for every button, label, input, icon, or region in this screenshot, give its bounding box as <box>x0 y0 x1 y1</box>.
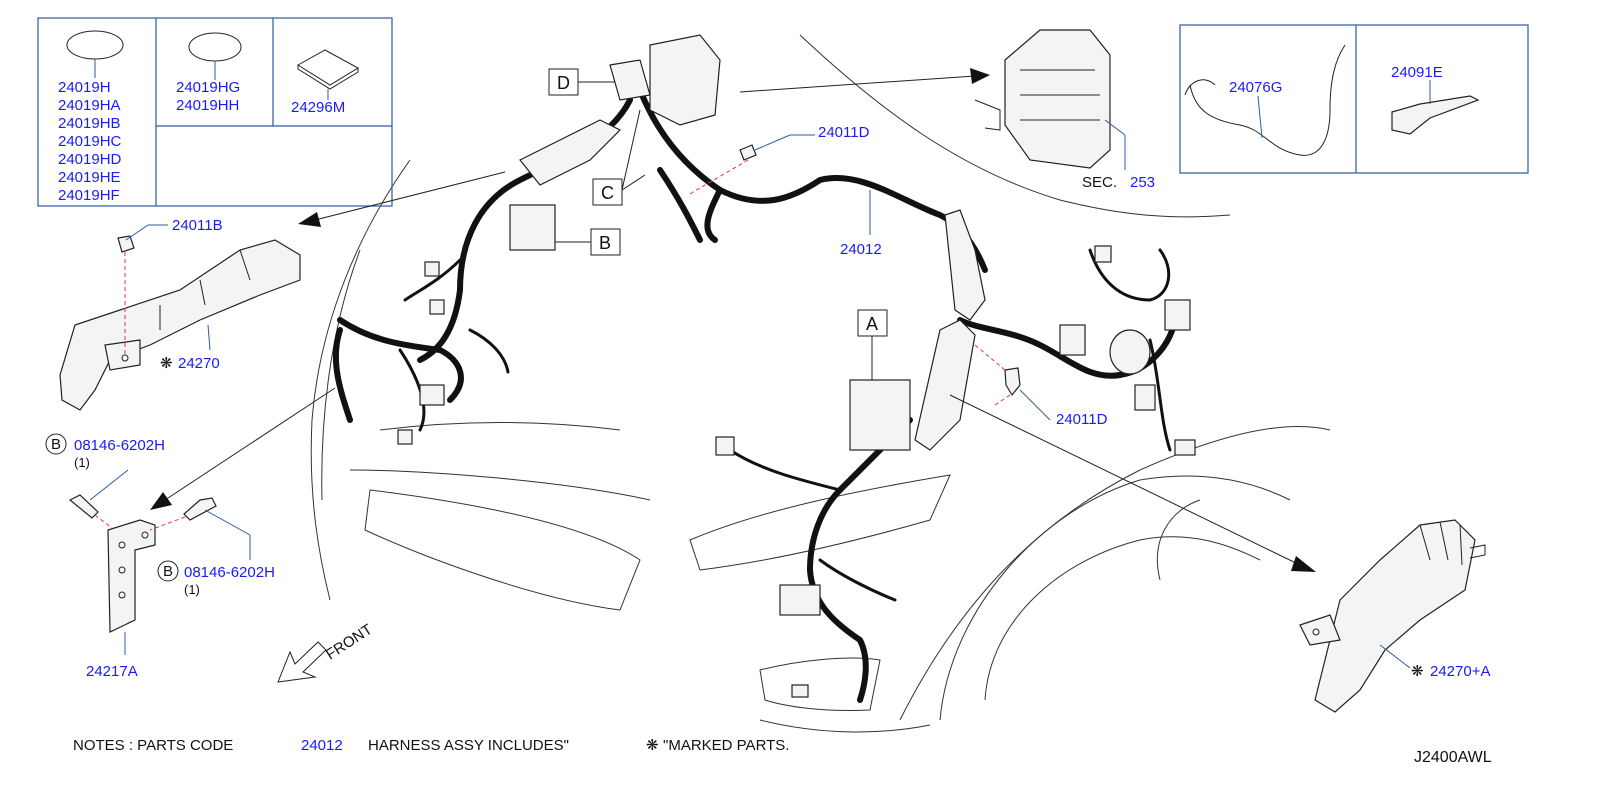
part-24012[interactable]: 24012 <box>840 241 882 258</box>
diagram-id: J2400AWL <box>1414 749 1492 766</box>
part-24270[interactable]: 24270 <box>178 355 220 372</box>
protector-24270 <box>59 224 301 411</box>
section-ref-253[interactable]: 253 <box>1130 174 1155 191</box>
part-24019HA[interactable]: 24019HA <box>58 97 121 114</box>
part-24019HD[interactable]: 24019HD <box>58 151 122 168</box>
marked-part-icon: ❋ <box>1411 663 1424 680</box>
cable-tie-icon <box>1391 95 1480 135</box>
callout-C <box>592 109 646 206</box>
part-24019HE[interactable]: 24019HE <box>58 169 121 186</box>
grommet-icon <box>188 32 242 62</box>
sub-harness-icon <box>1189 44 1346 156</box>
part-24091E[interactable]: 24091E <box>1391 64 1443 81</box>
bolt-marker-bottom-letter: B <box>163 563 173 580</box>
part-24019HB[interactable]: 24019HB <box>58 115 121 132</box>
main-harness <box>332 87 1178 703</box>
fuse-box <box>974 29 1126 170</box>
part-24011D-top[interactable]: 24011D <box>818 124 870 141</box>
bolt-marker-bottom <box>157 560 179 582</box>
callout-B-letter: B <box>599 233 611 253</box>
part-24076G[interactable]: 24076G <box>1229 79 1282 96</box>
front-label: FRONT <box>323 621 376 663</box>
bolt-marker-top-letter: B <box>51 436 61 453</box>
grommet-table <box>37 17 393 207</box>
notes-suffix: "MARKED PARTS. <box>663 737 789 754</box>
bracket-24217A <box>68 469 251 655</box>
quantity-top: (1) <box>74 455 90 470</box>
part-24011D-mid[interactable]: 24011D <box>1056 411 1108 428</box>
callout-A <box>857 309 888 380</box>
notes-part-code[interactable]: 24012 <box>301 737 343 754</box>
part-24019HC[interactable]: 24019HC <box>58 133 122 150</box>
part-24019HG[interactable]: 24019HG <box>176 79 240 96</box>
part-24270-A[interactable]: 24270+A <box>1430 663 1490 680</box>
bolt-24011D-mid <box>974 344 1051 421</box>
marked-part-icon: ❋ <box>160 355 173 372</box>
section-ref-label: SEC. <box>1082 174 1117 191</box>
part-24019H[interactable]: 24019H <box>58 79 111 96</box>
vehicle-body-outline <box>310 34 1331 733</box>
grommet-icon <box>66 30 124 60</box>
part-24217A[interactable]: 24217A <box>86 663 138 680</box>
quantity-bottom: (1) <box>184 582 200 597</box>
part-24019HF[interactable]: 24019HF <box>58 187 120 204</box>
bolt-24011D-top <box>687 134 815 196</box>
part-08146-6202H-bottom[interactable]: 08146-6202H <box>184 564 275 581</box>
harness-clip-table <box>1179 24 1529 174</box>
part-24296M[interactable]: 24296M <box>291 99 345 116</box>
notes-star-icon: ❋ <box>646 737 659 754</box>
callout-C-letter: C <box>601 183 614 203</box>
callout-B <box>555 228 621 256</box>
callout-D <box>548 68 615 96</box>
callout-A-letter: A <box>866 314 878 334</box>
callout-D-letter: D <box>557 73 570 93</box>
notes-middle: HARNESS ASSY INCLUDES" <box>368 737 569 754</box>
protector-24270-A <box>1299 519 1486 713</box>
part-24019HH[interactable]: 24019HH <box>176 97 239 114</box>
notes-prefix: NOTES : PARTS CODE <box>73 737 233 754</box>
part-24011B[interactable]: 24011B <box>172 217 223 234</box>
detail-arrows <box>150 68 1316 572</box>
part-08146-6202H-top[interactable]: 08146-6202H <box>74 437 165 454</box>
front-direction-arrow <box>277 641 327 683</box>
harness-components <box>397 34 1196 698</box>
pad-icon <box>297 49 360 90</box>
bolt-marker-top <box>45 433 67 455</box>
